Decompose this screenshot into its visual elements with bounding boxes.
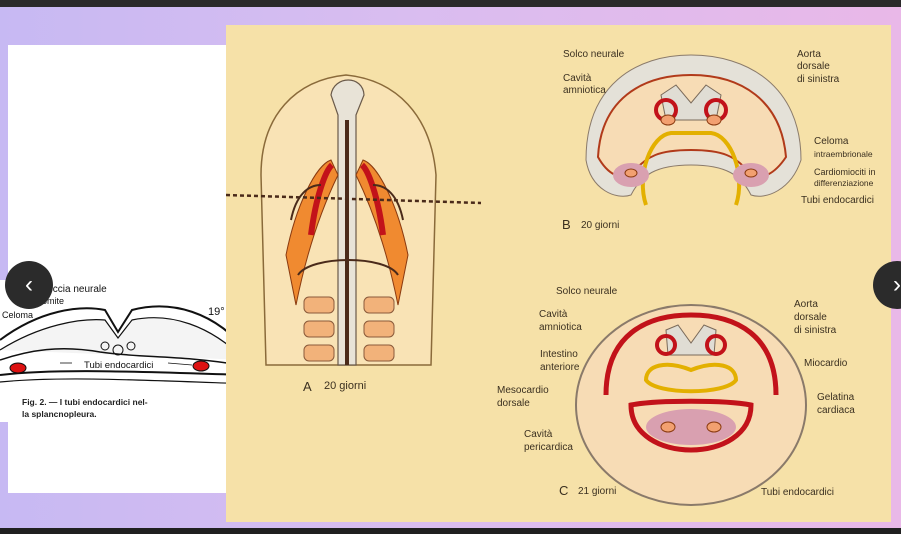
panel-c-aorta1: Aorta <box>794 299 818 310</box>
panel-b-drawing <box>585 54 802 206</box>
panel-c-meso2: dorsale <box>497 398 530 409</box>
panel-c-gelatina2: cardiaca <box>817 405 855 416</box>
sketch-drawing <box>0 305 251 385</box>
sketch-label-tubes: Tubi endocardici <box>84 360 154 371</box>
panel-b-cardio2: differenziazione <box>814 178 874 188</box>
textbook-photo: A 20 giorni Solco neurale Cavità amnioti… <box>225 25 891 522</box>
panel-b-tubi: Tubi endocardici <box>801 195 875 206</box>
sketch-label-groove: Doccia neurale <box>40 284 107 295</box>
panel-a-day: 20 giorni <box>324 380 367 392</box>
chevron-right-icon: › <box>893 271 901 298</box>
panel-b-aorta1: Aorta <box>797 49 821 60</box>
panel-b-aorta2: dorsale <box>797 61 830 72</box>
panel-b-letter: B <box>562 217 571 232</box>
panel-c-aorta2: dorsale <box>794 312 827 323</box>
panel-b-solco: Solco neurale <box>563 49 625 60</box>
sketch-caption-line1: Fig. 2. — I tubi endocardici nel- <box>22 397 148 407</box>
panel-c-meso1: Mesocardio <box>497 385 549 396</box>
chevron-left-icon: ‹ <box>25 271 33 298</box>
panel-c-solco: Solco neurale <box>556 286 618 297</box>
panel-c-peri1: Cavità <box>524 429 553 440</box>
panel-c-day: 21 giorni <box>578 486 617 497</box>
panel-b-aorta3: di sinistra <box>797 74 840 85</box>
panel-c-intestino2: anteriore <box>540 362 580 373</box>
sketch-caption: Fig. 2. — I tubi endocardici nel- la spl… <box>22 396 148 420</box>
panel-b-cardio1: Cardiomiociti in <box>814 167 876 177</box>
sketch-caption-line2: la splancnopleura. <box>22 409 97 419</box>
panel-b-celoma2: intraembrionale <box>814 149 873 159</box>
previous-slide-button[interactable]: ‹ <box>5 261 53 309</box>
panel-c-gelatina1: Gelatina <box>817 392 855 403</box>
panel-a-drawing <box>225 74 482 366</box>
panel-b-day: 20 giorni <box>581 220 620 231</box>
panel-c-cavita2: amniotica <box>539 322 582 333</box>
panel-b-cavita1: Cavità <box>563 73 592 84</box>
panel-c-cavita1: Cavità <box>539 309 568 320</box>
panel-c-intestino1: Intestino <box>540 349 578 360</box>
sketch-label-somite: Somite <box>36 296 65 306</box>
panel-b-cavita2: amniotica <box>563 85 606 96</box>
panel-c-peri2: pericardica <box>524 442 573 453</box>
panel-a-letter: A <box>303 379 312 394</box>
panel-c-miocardio: Miocardio <box>804 358 848 369</box>
panel-drawings <box>225 54 807 506</box>
panel-c-aorta3: di sinistra <box>794 325 837 336</box>
next-slide-button[interactable]: › <box>873 261 901 309</box>
panel-c-letter: C <box>559 483 569 498</box>
panel-c-drawing <box>575 304 807 506</box>
bottom-bar <box>0 528 901 534</box>
top-bar <box>0 0 901 7</box>
sketch-label-coelom: Celoma <box>2 310 34 320</box>
panel-c-tubi: Tubi endocardici <box>761 487 835 498</box>
panel-b-celoma1: Celoma <box>814 136 849 147</box>
